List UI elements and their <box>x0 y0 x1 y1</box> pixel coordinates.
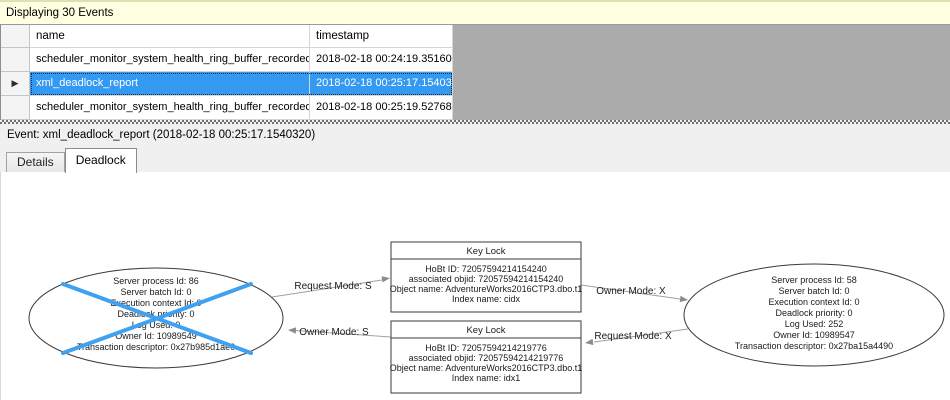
current-row-arrow-icon: ▶ <box>11 78 19 88</box>
resource-line: Index name: idx1 <box>452 373 521 383</box>
resource-box[interactable] <box>390 320 582 394</box>
resource-line: associated objid: 72057594214219776 <box>409 353 564 363</box>
resource-line: associated objid: 72057594214154240 <box>409 274 564 284</box>
edge-label-request-s: Request Mode: S <box>294 281 372 292</box>
tab-details[interactable]: Details <box>6 152 65 172</box>
process-line: Owner Id: 10989547 <box>773 330 855 340</box>
edge-owner-s-arrowhead-icon <box>288 327 297 334</box>
events-grid[interactable]: name timestamp scheduler_monitor_system_… <box>0 24 950 120</box>
process-line: Server batch Id: 0 <box>778 286 849 296</box>
resource-node-keylock-top[interactable]: Key Lock HoBt ID: 72057594214154240 asso… <box>390 241 582 313</box>
process-line: Server batch Id: 0 <box>120 287 191 297</box>
event-summary-bar: Event: xml_deadlock_report (2018-02-18 0… <box>0 124 950 146</box>
row-selector-cell[interactable] <box>1 96 30 120</box>
resource-title: Key Lock <box>466 325 505 336</box>
row-selector-cell[interactable] <box>1 48 30 72</box>
process-line: Server process Id: 86 <box>113 276 199 286</box>
resource-line: HoBt ID: 72057594214154240 <box>425 264 547 274</box>
event-name-cell[interactable]: scheduler_monitor_system_health_ring_buf… <box>30 48 310 72</box>
victim-cross-icon <box>61 282 253 355</box>
grid-header-row: name timestamp <box>1 25 950 48</box>
resource-line: Object name: AdventureWorks2016CTP3.dbo.… <box>390 284 582 294</box>
resource-title: Key Lock <box>466 246 505 257</box>
tab-deadlock[interactable]: Deadlock <box>64 148 137 173</box>
edge-label-owner-s: Owner Mode: S <box>299 327 369 338</box>
process-node-survivor[interactable]: Server process Id: 58 Server batch Id: 0… <box>683 263 945 367</box>
event-name-cell[interactable]: scheduler_monitor_system_health_ring_buf… <box>30 96 310 120</box>
edge-request-s-line <box>271 279 383 298</box>
resource-line: HoBt ID: 72057594214219776 <box>425 343 547 353</box>
edge-owner-x-line <box>580 284 681 300</box>
event-timestamp-cell[interactable]: 2018-02-18 00:24:19.3516078 <box>310 48 453 72</box>
events-count-bar: Displaying 30 Events <box>0 0 950 24</box>
event-row-selected[interactable]: ▶ xml_deadlock_report 2018-02-18 00:25:1… <box>1 72 950 96</box>
row-selector-cell[interactable]: ▶ <box>1 72 30 96</box>
edge-owner-s-line <box>295 330 392 338</box>
row-selector-header[interactable] <box>1 25 30 48</box>
process-line: Owner Id: 10989549 <box>115 331 197 341</box>
edge-request-x-arrowhead-icon <box>585 338 594 346</box>
event-row[interactable]: scheduler_monitor_system_health_ring_buf… <box>1 96 950 120</box>
process-line: Execution context Id: 0 <box>110 298 201 308</box>
events-count-label: Displaying 30 Events <box>6 7 114 19</box>
process-line: Deadlock priority: 0 <box>117 309 194 319</box>
resource-box[interactable] <box>390 241 582 313</box>
process-line: Log Used: 252 <box>785 319 844 329</box>
column-header-timestamp[interactable]: timestamp <box>310 25 453 48</box>
edge-label-request-x: Request Mode: X <box>594 331 672 342</box>
process-line: Deadlock priority: 0 <box>775 308 852 318</box>
event-name-cell[interactable]: xml_deadlock_report <box>30 72 310 96</box>
event-timestamp-cell[interactable]: 2018-02-18 00:25:17.1540320 <box>310 72 453 96</box>
deadlock-edges <box>271 276 689 346</box>
resource-line: Object name: AdventureWorks2016CTP3.dbo.… <box>390 363 582 373</box>
process-line: Execution context Id: 0 <box>768 297 859 307</box>
process-line: Server process Id: 58 <box>771 275 857 285</box>
column-header-name[interactable]: name <box>30 25 310 48</box>
edge-label-owner-x: Owner Mode: X <box>596 286 666 297</box>
edge-request-x-line <box>593 328 689 343</box>
resource-node-keylock-bottom[interactable]: Key Lock HoBt ID: 72057594214219776 asso… <box>390 320 582 394</box>
deadlock-graph: Server process Id: 86 Server batch Id: 0… <box>28 241 945 394</box>
process-line: Log Used: 0 <box>132 320 181 330</box>
detail-tabs: Details Deadlock <box>0 146 950 173</box>
edge-owner-x-arrowhead-icon <box>679 295 688 303</box>
event-summary-label: Event: xml_deadlock_report (2018-02-18 0… <box>7 129 316 141</box>
deadlock-edge-labels: Request Mode: S Owner Mode: S Owner Mode… <box>294 281 672 342</box>
event-timestamp-cell[interactable]: 2018-02-18 00:25:19.5276859 <box>310 96 453 120</box>
edge-request-s-arrowhead-icon <box>381 276 390 283</box>
process-ellipse[interactable] <box>683 263 945 367</box>
process-node-victim[interactable]: Server process Id: 86 Server batch Id: 0… <box>28 267 284 369</box>
deadlock-graph-panel: Server process Id: 86 Server batch Id: 0… <box>0 172 950 400</box>
process-line: Transaction descriptor: 0x27b985d1ae0 <box>77 342 235 352</box>
event-row[interactable]: scheduler_monitor_system_health_ring_buf… <box>1 48 950 72</box>
resource-line: Index name: cidx <box>452 294 521 304</box>
grid-splitter-handle[interactable] <box>0 120 950 124</box>
process-line: Transaction descriptor: 0x27ba15a4490 <box>735 341 893 351</box>
